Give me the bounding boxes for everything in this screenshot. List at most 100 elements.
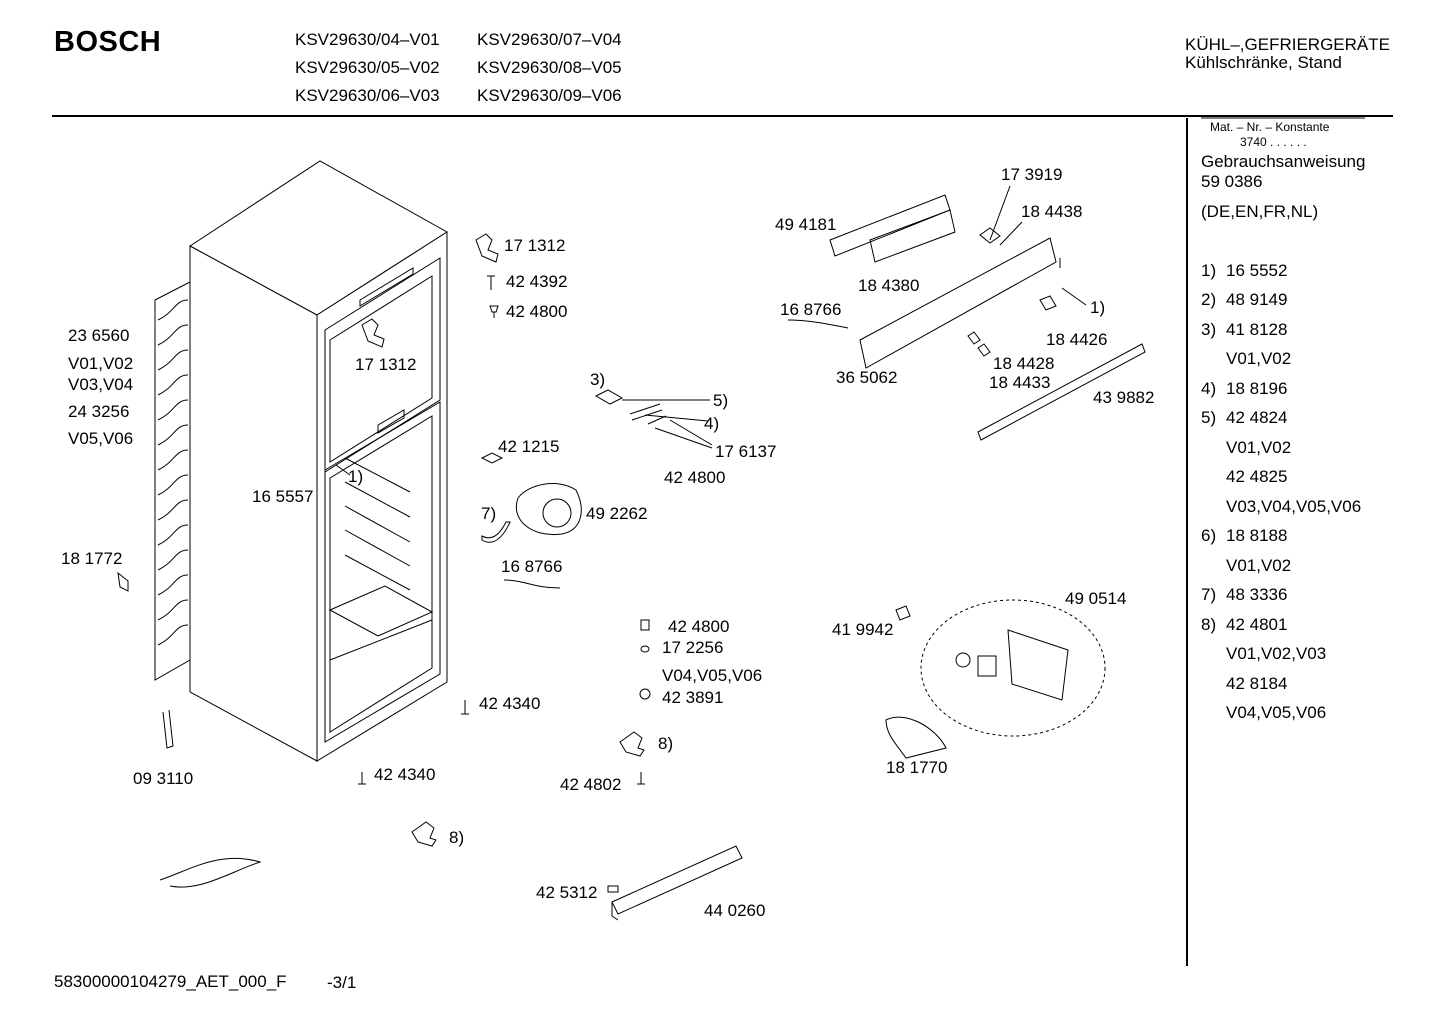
part-number: 17 1312 [355, 355, 417, 374]
part-number: 43 9882 [1093, 388, 1155, 407]
screw-part [490, 306, 498, 318]
part-number: 42 5312 [536, 883, 598, 902]
model-number: KSV29630/09–V06 [477, 86, 622, 105]
part-number: 18 1770 [886, 758, 948, 777]
footnote-number: 8) [1201, 615, 1217, 634]
footnote-text: V01,V02 [1226, 349, 1292, 368]
model-number: KSV29630/07–V04 [477, 30, 622, 49]
fan-housing [1008, 630, 1068, 700]
bracket-part [118, 573, 128, 591]
footnote-text: 48 9149 [1226, 290, 1288, 309]
part-variant: V01,V02 [68, 354, 134, 373]
part-variant: V04,V05,V06 [662, 666, 763, 685]
control-panel [860, 238, 1056, 368]
brand-logo: BOSCH [54, 26, 162, 58]
manual-label: Gebrauchsanweisung [1201, 152, 1366, 171]
decor-strip [978, 344, 1145, 440]
footnote-number: 6) [1201, 526, 1217, 545]
part-number: 42 4800 [664, 468, 726, 487]
knob-part [1040, 296, 1056, 310]
kickplate-part [612, 846, 742, 914]
lamp-part [896, 606, 910, 620]
model-number: KSV29630/05–V02 [295, 58, 440, 77]
part-number: 42 4800 [668, 617, 730, 636]
material-number-value: 3740 . . . . . . [1240, 135, 1307, 149]
footnote-text: 18 8196 [1226, 379, 1288, 398]
flap-part [482, 522, 510, 542]
footnote-text: 42 4801 [1226, 615, 1288, 634]
footnote-number: 4) [1201, 379, 1217, 398]
part-number: 42 1215 [498, 437, 560, 456]
manual-languages: (DE,EN,FR,NL) [1201, 202, 1319, 221]
bracket-part [412, 822, 436, 846]
part-number: 18 4438 [1021, 202, 1083, 221]
model-number: KSV29630/08–V05 [477, 58, 622, 77]
cable-part [504, 580, 560, 588]
part-number: 36 5062 [836, 368, 898, 387]
power-cord [160, 858, 260, 887]
category-subtitle: Kühlschränke, Stand [1185, 53, 1342, 72]
screw-part [358, 772, 366, 784]
footnote-text: 42 8184 [1226, 674, 1288, 693]
document-code: 58300000104279_AET_000_F [54, 972, 287, 991]
model-number: KSV29630/04–V01 [295, 30, 440, 49]
part-number: 42 4392 [506, 272, 568, 291]
footnote-text: V01,V02 [1226, 438, 1292, 457]
bracket-part [362, 319, 384, 347]
part-number: 42 4802 [560, 775, 622, 794]
footnote-text: V01,V02 [1226, 556, 1292, 575]
part-number: 18 4428 [993, 354, 1055, 373]
footnote-text: V04,V05,V06 [1226, 703, 1327, 722]
screw-part [487, 276, 495, 290]
part-number: 41 9942 [832, 620, 894, 639]
part-number: 18 4426 [1046, 330, 1108, 349]
footnote-ref: 4) [704, 414, 720, 433]
knob-part [978, 344, 990, 356]
knob-part [968, 332, 980, 344]
footnote-ref: 8) [449, 828, 465, 847]
bracket-part [620, 732, 644, 756]
part-variant: V05,V06 [68, 429, 134, 448]
footnote-text: 42 4824 [1226, 408, 1288, 427]
footnote-number: 5) [1201, 408, 1217, 427]
part-number: 17 3919 [1001, 165, 1063, 184]
part-number: 49 0514 [1065, 589, 1127, 608]
footnote-text: V01,V02,V03 [1226, 644, 1327, 663]
footnote-ref: 8) [658, 734, 674, 753]
screw-part [641, 620, 649, 630]
screw-part [637, 772, 645, 784]
footnote-ref: 1) [1090, 298, 1106, 317]
part-variant: V03,V04 [68, 375, 134, 394]
material-number-label: Mat. – Nr. – Konstante [1210, 120, 1330, 134]
part-number: 49 2262 [586, 504, 648, 523]
footnote-text: 18 8188 [1226, 526, 1288, 545]
part-number: 44 0260 [704, 901, 766, 920]
footnote-ref: 5) [713, 391, 729, 410]
part-number: 23 6560 [68, 326, 130, 345]
sensor-probe [163, 710, 173, 748]
model-number: KSV29630/06–V03 [295, 86, 440, 105]
clip-part [596, 390, 622, 404]
footnote-number: 1) [1201, 261, 1217, 280]
footnote-ref: 7) [481, 504, 497, 523]
footnote-text: 41 8128 [1226, 320, 1288, 339]
part-number: 18 4433 [989, 373, 1051, 392]
lever-part [630, 404, 666, 424]
screw-part [461, 700, 469, 714]
part-number: 18 4380 [858, 276, 920, 295]
part-number: 16 5557 [252, 487, 314, 506]
fan-cover-part [516, 484, 581, 535]
part-number: 16 8766 [501, 557, 563, 576]
footnote-ref: 3) [590, 370, 606, 389]
fan-assembly-detail [921, 600, 1105, 736]
page-number: -3/1 [327, 973, 357, 992]
part-number: 42 3891 [662, 688, 724, 707]
footnote-ref: 1) [348, 467, 364, 486]
part-number: 42 4800 [506, 302, 568, 321]
part-number: 16 8766 [780, 300, 842, 319]
footnote-text: 42 4825 [1226, 467, 1288, 486]
footnote-text: 48 3336 [1226, 585, 1288, 604]
footnote-number: 7) [1201, 585, 1217, 604]
part-number: 09 3110 [133, 769, 194, 788]
